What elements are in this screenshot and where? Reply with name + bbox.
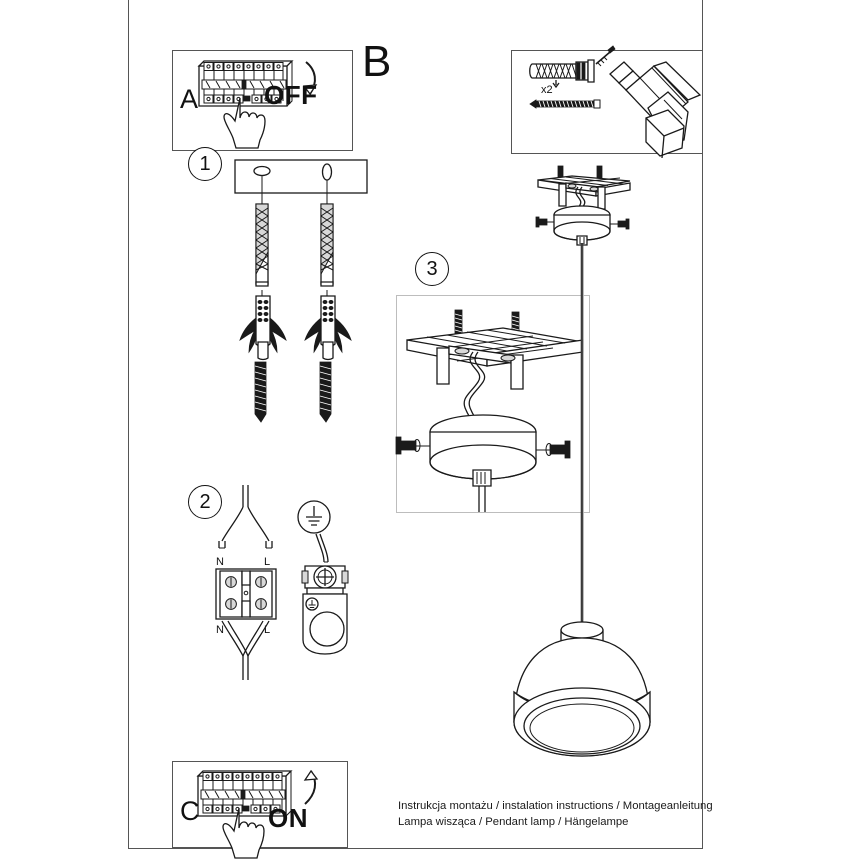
terminal-label-n-bottom: N bbox=[216, 624, 224, 636]
suspension-cord-icon bbox=[580, 243, 584, 622]
wall-plug-dowel-icon bbox=[529, 59, 595, 89]
canopy-screw-left-icon bbox=[395, 436, 430, 455]
step-2-number: 2 bbox=[188, 485, 222, 519]
panel-a-action-text: OFF bbox=[264, 80, 318, 110]
earth-wire-icon bbox=[315, 533, 329, 563]
screw-icon bbox=[254, 361, 267, 423]
drill-bit-icon bbox=[320, 180, 334, 287]
supply-cable-icon bbox=[218, 485, 273, 549]
terminal-block-icon bbox=[215, 568, 277, 620]
screw-icon bbox=[319, 361, 332, 423]
curved-arrow-up-icon bbox=[303, 769, 319, 805]
earth-ground-icon bbox=[297, 500, 331, 534]
wall-plug-dowel-icon bbox=[304, 290, 352, 361]
lamp-socket-ground-icon bbox=[301, 565, 349, 655]
fixture-cable-icon bbox=[221, 620, 270, 680]
panel-c-label: C bbox=[180, 796, 200, 826]
step-1-number: 1 bbox=[188, 147, 222, 181]
power-drill-icon bbox=[595, 45, 702, 159]
canopy-screw-right-icon bbox=[610, 218, 630, 230]
canopy-screw-right-icon bbox=[536, 440, 571, 459]
panel-b-tools-frame bbox=[511, 50, 703, 154]
dowel-quantity-label: x2 bbox=[541, 84, 553, 96]
step-3-frame bbox=[396, 295, 590, 513]
panel-b-label: B bbox=[362, 37, 392, 86]
fuse-box-switch-off-icon bbox=[197, 60, 294, 107]
fuse-box-switch-on-icon bbox=[196, 770, 293, 817]
wall-plug-dowel-icon bbox=[239, 290, 287, 361]
terminal-label-l-bottom: L bbox=[264, 624, 270, 636]
main-content-frame bbox=[128, 0, 703, 849]
curved-arrow-down-icon bbox=[302, 61, 318, 96]
terminal-label-n-top: N bbox=[216, 556, 224, 568]
drill-bit-icon bbox=[255, 176, 269, 287]
terminal-label-l-top: L bbox=[264, 556, 270, 568]
dome-lampshade-icon bbox=[513, 637, 651, 757]
panel-c-action-text: ON bbox=[268, 803, 308, 833]
hand-pointing-icon bbox=[223, 97, 266, 149]
canopy-screw-left-icon bbox=[535, 216, 554, 228]
panel-a-frame bbox=[172, 50, 353, 151]
panel-a-label: A bbox=[180, 84, 199, 114]
step-3-number: 3 bbox=[415, 252, 449, 286]
canopy-bracket-mounting-icon bbox=[395, 309, 584, 512]
footer-product-line: Lampa wisząca / Pendant lamp / Hängelamp… bbox=[398, 816, 629, 828]
ceiling-drill-holes-icon bbox=[234, 159, 368, 194]
footer-instructions-line: Instrukcja montażu / instalation instruc… bbox=[398, 800, 713, 812]
ceiling-mount-plate-icon bbox=[537, 165, 631, 210]
canopy-cylinder-icon bbox=[535, 186, 630, 246]
hand-pointing-icon bbox=[222, 807, 265, 859]
screw-icon bbox=[529, 99, 601, 109]
